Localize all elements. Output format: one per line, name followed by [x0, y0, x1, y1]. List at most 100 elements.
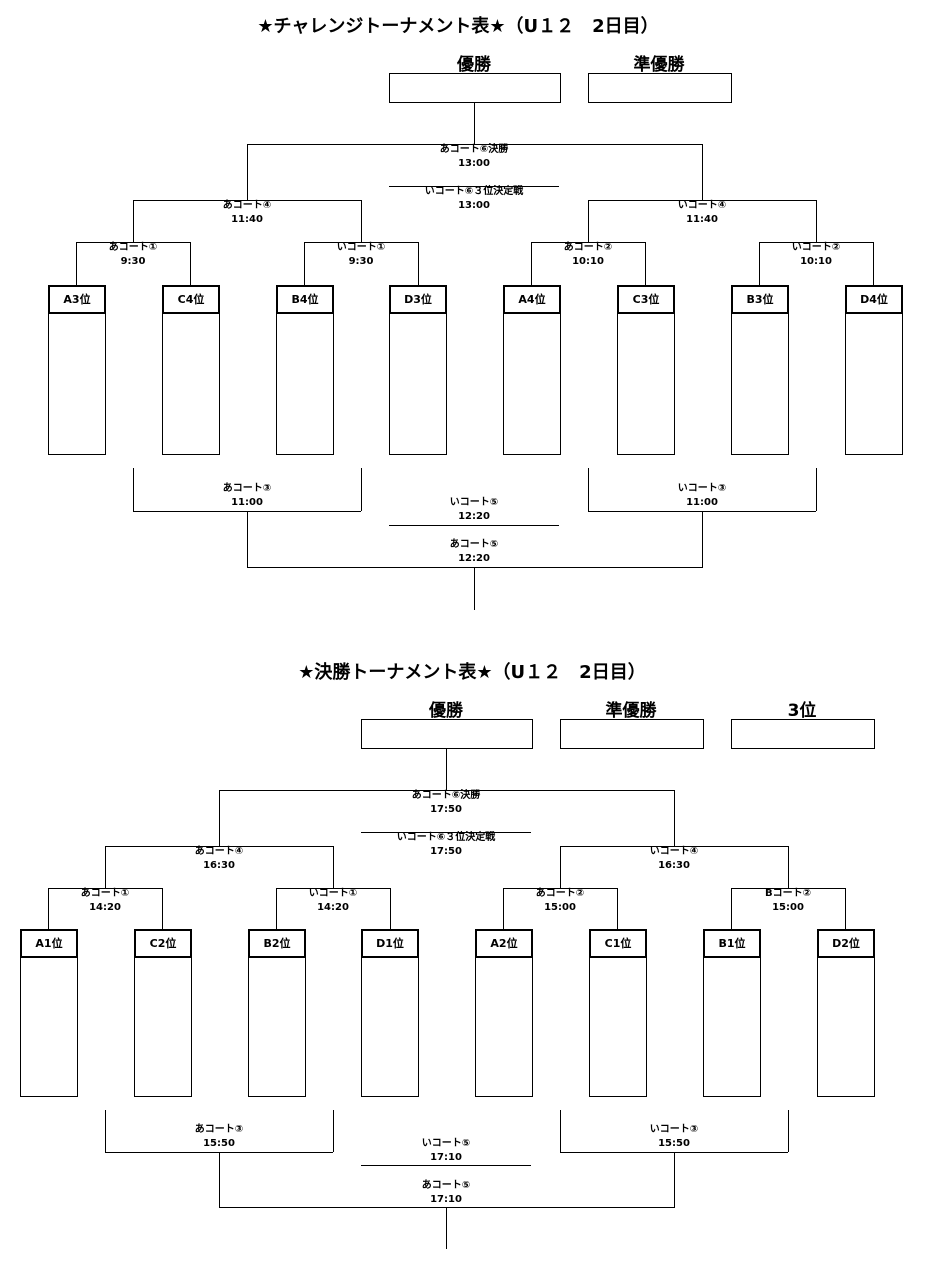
team-slot-body — [276, 313, 334, 455]
bracket-line — [503, 888, 617, 889]
bracket-line — [361, 832, 531, 833]
winner-header: 優勝 — [429, 701, 463, 721]
bracket-line — [48, 888, 49, 932]
team-slot-header: A1位 — [20, 929, 78, 958]
bracket-line — [247, 144, 702, 145]
bracket-line — [276, 888, 390, 889]
bracket-line — [219, 790, 220, 846]
team-slot-header: C4位 — [162, 285, 220, 314]
team-slot-header: D2位 — [817, 929, 875, 958]
bracket-line — [702, 511, 703, 568]
bracket-line — [389, 525, 559, 526]
team-slot-header: B1位 — [703, 929, 761, 958]
team-slot-header: A2位 — [475, 929, 533, 958]
bracket-line — [845, 888, 846, 932]
bracket-line — [247, 511, 248, 568]
team-slot-body — [617, 313, 675, 455]
bracket-line — [105, 846, 333, 847]
bracket-line — [588, 468, 589, 511]
bracket-line — [48, 888, 162, 889]
team-slot-body — [361, 957, 419, 1097]
bracket-line — [560, 846, 788, 847]
challenge-title: ★チャレンジトーナメント表★（U１２ 2日目） — [257, 16, 659, 37]
team-slot-header: D3位 — [389, 285, 447, 314]
team-slot-body — [817, 957, 875, 1097]
runner-up-header: 準優勝 — [605, 701, 657, 721]
bracket-line — [503, 888, 504, 932]
bracket-line — [446, 1207, 447, 1249]
bracket-line — [105, 846, 106, 888]
bracket-line — [531, 242, 532, 286]
bracket-line — [133, 200, 134, 242]
bracket-line — [333, 846, 334, 888]
team-slot-header: C2位 — [134, 929, 192, 958]
team-slot-header: A4位 — [503, 285, 561, 314]
team-slot-header: C1位 — [589, 929, 647, 958]
bracket-line — [560, 846, 561, 888]
team-slot-body — [503, 313, 561, 455]
bracket-line — [133, 468, 134, 511]
team-slot-header: B4位 — [276, 285, 334, 314]
team-slot-body — [589, 957, 647, 1097]
bracket-line — [390, 888, 391, 932]
bracket-line — [76, 242, 77, 286]
team-slot-body — [475, 957, 533, 1097]
bracket-line — [361, 200, 362, 242]
bracket-line — [531, 242, 645, 243]
bracket-line — [474, 102, 475, 144]
team-slot-body — [248, 957, 306, 1097]
bracket-line — [76, 242, 190, 243]
bracket-line — [588, 200, 589, 242]
bracket-line — [304, 242, 418, 243]
bracket-line — [816, 200, 817, 242]
bracket-line — [389, 186, 559, 187]
bracket-line — [333, 1110, 334, 1152]
bracket-line — [759, 242, 760, 286]
bracket-line — [105, 1110, 106, 1152]
third-place-box — [731, 719, 875, 749]
runner-up-header: 準優勝 — [633, 55, 685, 75]
bracket-line — [674, 1152, 675, 1208]
runner-up-box — [588, 73, 732, 103]
bracket-line — [674, 790, 675, 846]
team-slot-header: D1位 — [361, 929, 419, 958]
team-slot-body — [389, 313, 447, 455]
team-slot-header: D4位 — [845, 285, 903, 314]
bracket-line — [361, 1165, 531, 1166]
team-slot-header: A3位 — [48, 285, 106, 314]
team-slot-body — [48, 313, 106, 455]
bracket-line — [560, 1110, 561, 1152]
bracket-line — [446, 748, 447, 790]
bracket-line — [304, 242, 305, 286]
bracket-line — [133, 200, 361, 201]
team-slot-body — [134, 957, 192, 1097]
bracket-line — [759, 242, 873, 243]
team-slot-header: C3位 — [617, 285, 675, 314]
winner-header: 優勝 — [457, 55, 491, 75]
bracket-line — [162, 888, 163, 932]
third-place-header: 3位 — [787, 701, 817, 721]
bracket-line — [588, 200, 816, 201]
team-slot-body — [731, 313, 789, 455]
bracket-line — [645, 242, 646, 286]
bracket-line — [219, 790, 674, 791]
bracket-line — [474, 567, 475, 610]
bracket-line — [788, 846, 789, 888]
winner-box — [389, 73, 561, 103]
team-slot-body — [845, 313, 903, 455]
team-slot-body — [703, 957, 761, 1097]
